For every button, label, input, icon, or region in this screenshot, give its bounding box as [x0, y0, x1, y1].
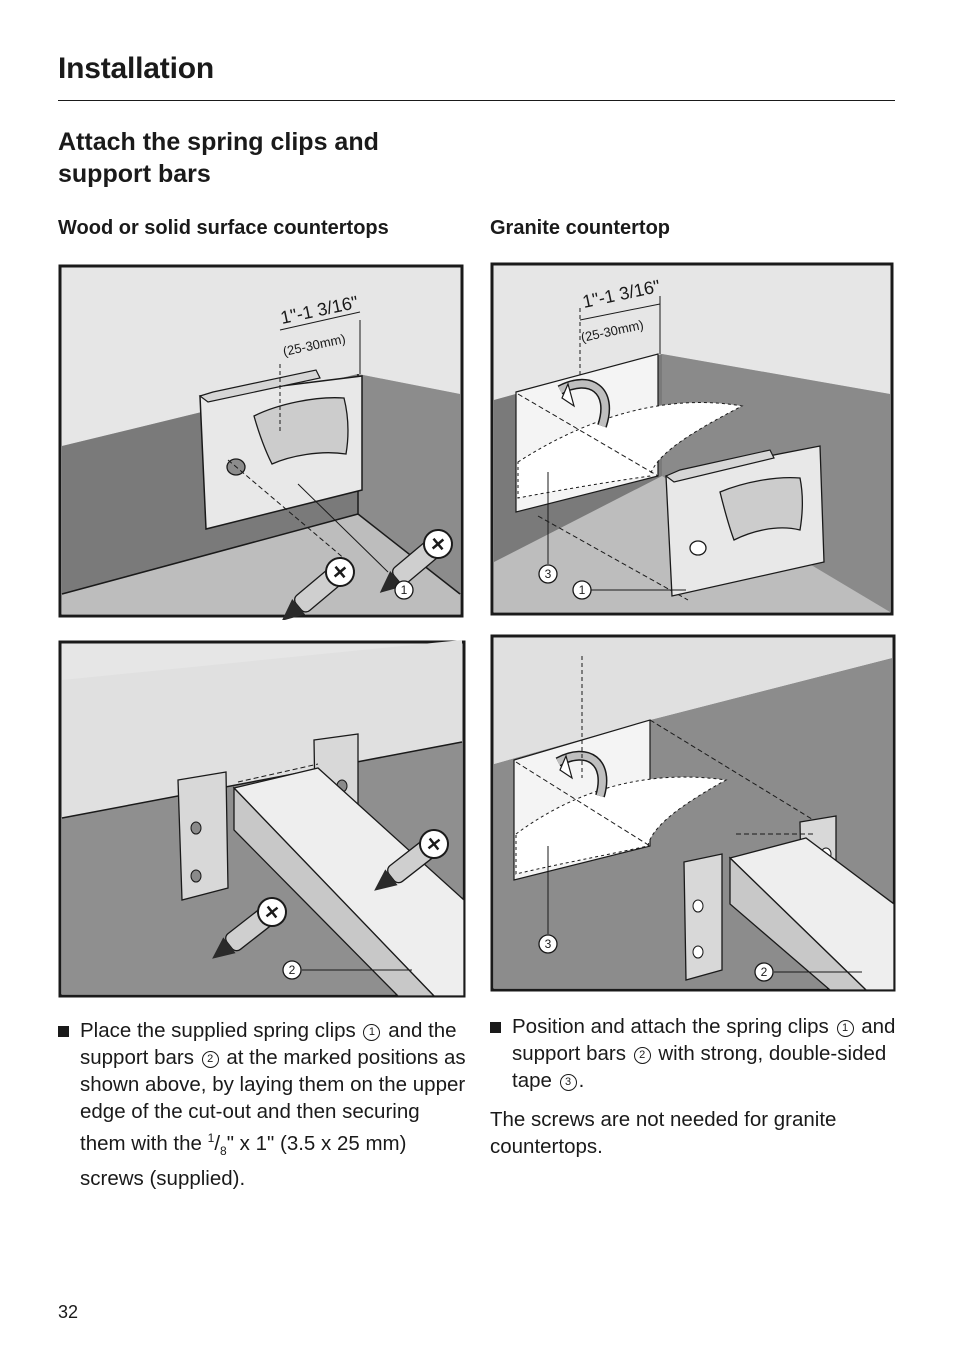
granite-note: The screws are not needed for granite co… — [490, 1108, 837, 1158]
callout-1: 1 — [363, 1024, 381, 1041]
instruction-text: and the support bars — [80, 1019, 457, 1069]
page-title: Installation — [58, 52, 214, 85]
wood-countertop-heading: Wood or solid surface countertops — [58, 217, 389, 239]
title-divider — [58, 100, 895, 101]
instruction-text: and support bars — [512, 1015, 896, 1065]
granite-countertop-heading: Granite countertop — [490, 217, 671, 239]
instruction-text: Position and attach the spring clips — [512, 1015, 829, 1038]
callout-1: 1 — [579, 583, 586, 597]
instruction-text: at the marked positions as shown above, … — [80, 1046, 466, 1155]
figure-granite-support-bar: 3 2 — [490, 634, 896, 992]
callout-2: 2 — [761, 965, 768, 979]
callout-3: 3 — [545, 937, 552, 951]
wood-instruction: Place the supplied spring clips 1 and th… — [58, 1017, 468, 1192]
figure-wood-support-bar: 2 — [58, 640, 468, 1000]
callout-2: 2 — [289, 963, 296, 977]
page-number: 32 — [58, 1302, 79, 1322]
callout-3: 3 — [559, 1074, 577, 1091]
callout-1: 1 — [836, 1020, 854, 1037]
callout-3: 3 — [545, 567, 552, 581]
bullet-square — [490, 1022, 501, 1033]
fraction-numerator: 1 — [207, 1131, 215, 1145]
figure-granite-spring-clip: 1"-1 3/16" (25-30mm) 3 1 — [490, 262, 894, 616]
instruction-text: with strong, double-sided tape — [512, 1042, 887, 1092]
section-heading: Attach the spring clips and support bars — [58, 128, 379, 188]
instruction-text: Place the supplied spring clips — [80, 1019, 356, 1042]
figure-wood-spring-clip: 1"-1 3/16" (25-30mm) 1 — [58, 264, 464, 620]
callout-1: 1 — [401, 583, 408, 597]
callout-2: 2 — [201, 1051, 219, 1068]
fraction-denominator: 8 — [220, 1143, 227, 1158]
bullet-square — [58, 1026, 69, 1037]
instruction-text: . — [578, 1069, 585, 1092]
callout-2: 2 — [633, 1047, 651, 1064]
instruction-text: " x 1" (3.5 x 25 mm) screws (supplied). — [80, 1131, 407, 1190]
granite-instruction: Position and attach the spring clips 1 a… — [490, 1013, 900, 1094]
